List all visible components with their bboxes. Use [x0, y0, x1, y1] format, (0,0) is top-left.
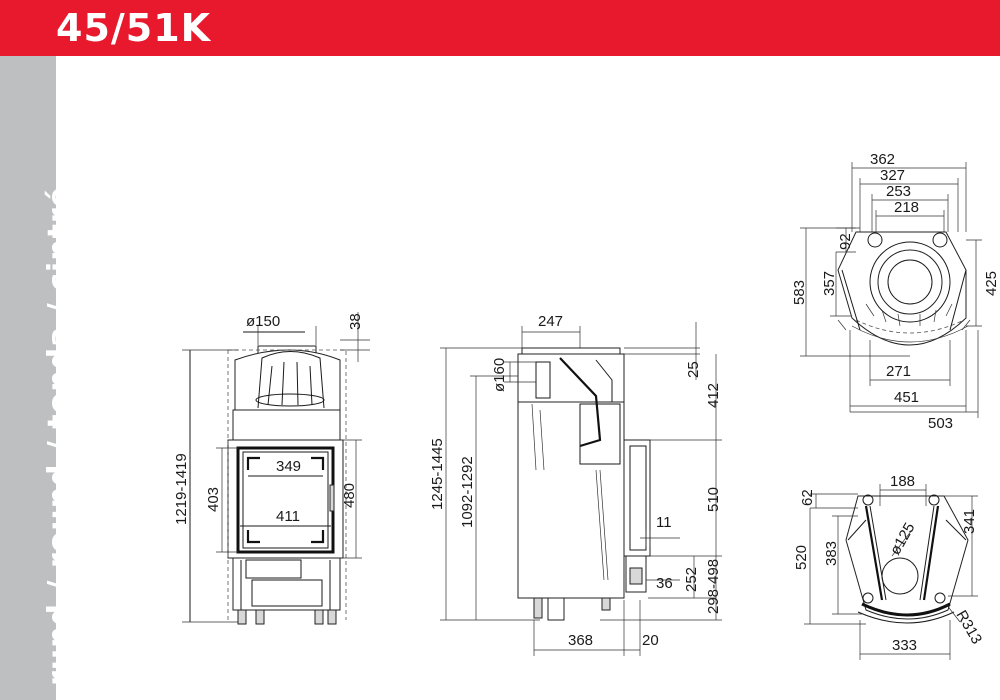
dim-bot-d188: 188	[890, 473, 915, 490]
dim-top-d253: 253	[886, 183, 911, 200]
dim-side-d247: 247	[538, 313, 563, 330]
dim-front-d349: 349	[276, 458, 301, 475]
dim-side-d1245: 1245-1445	[429, 438, 446, 510]
dim-side-d36: 36	[656, 575, 673, 592]
dim-top-d362: 362	[870, 151, 895, 168]
dim-top-d583: 583	[791, 280, 808, 305]
dim-side-d510: 510	[705, 487, 722, 512]
dim-bot-d341: 341	[961, 509, 978, 534]
dim-side-d25: 25	[685, 361, 702, 378]
dim-side-d252: 252	[683, 567, 700, 592]
model-title: 45/51K	[56, 6, 212, 50]
dim-top-d451: 451	[894, 389, 919, 406]
dim-side-d412: 412	[705, 383, 722, 408]
dim-bot-d313: R313	[953, 608, 986, 648]
front-view: ø150 38 1219-1419 403 480 349 411	[173, 312, 370, 625]
dim-top-d357: 357	[821, 271, 838, 296]
dim-bot-d520: 520	[793, 545, 810, 570]
dim-top-d271: 271	[886, 363, 911, 380]
technical-drawing: ø150 38 1219-1419 403 480 349 411	[173, 151, 1000, 660]
dim-bot-d383: 383	[823, 541, 840, 566]
top-view: 362 327 253 218 92 583 357 425 271 451 5…	[791, 151, 1000, 432]
dim-side-d368: 368	[568, 632, 593, 649]
dim-top-d327: 327	[880, 167, 905, 184]
dim-front-d150: ø150	[246, 313, 280, 330]
dim-front-d38: 38	[347, 313, 364, 330]
sidebar-strip	[0, 56, 56, 700]
dim-side-d160: ø160	[491, 358, 508, 392]
dim-top-d503: 503	[928, 415, 953, 432]
dim-side-d298: 298-498	[705, 559, 722, 614]
bottom-view: 188 62 ø125 341 520 383 R313 333	[793, 473, 985, 660]
dim-side-d20: 20	[642, 632, 659, 649]
dim-front-d480: 480	[341, 483, 358, 508]
dim-top-d218: 218	[894, 199, 919, 216]
dim-side-d11: 11	[656, 514, 672, 531]
side-view: 247 ø160 1245-1445 1092-1292 25 412 510 …	[429, 313, 722, 656]
header-bar: 45/51K	[0, 0, 1000, 56]
dim-side-d1092: 1092-1292	[459, 456, 476, 528]
dim-front-d411: 411	[276, 508, 300, 525]
dim-top-d425: 425	[983, 271, 1000, 296]
dim-front-d1219: 1219-1419	[173, 453, 190, 525]
dim-bot-d62: 62	[799, 489, 816, 506]
dim-front-d403: 403	[205, 487, 222, 512]
dim-top-d92: 92	[837, 233, 854, 250]
dim-bot-d333: 333	[892, 637, 917, 654]
